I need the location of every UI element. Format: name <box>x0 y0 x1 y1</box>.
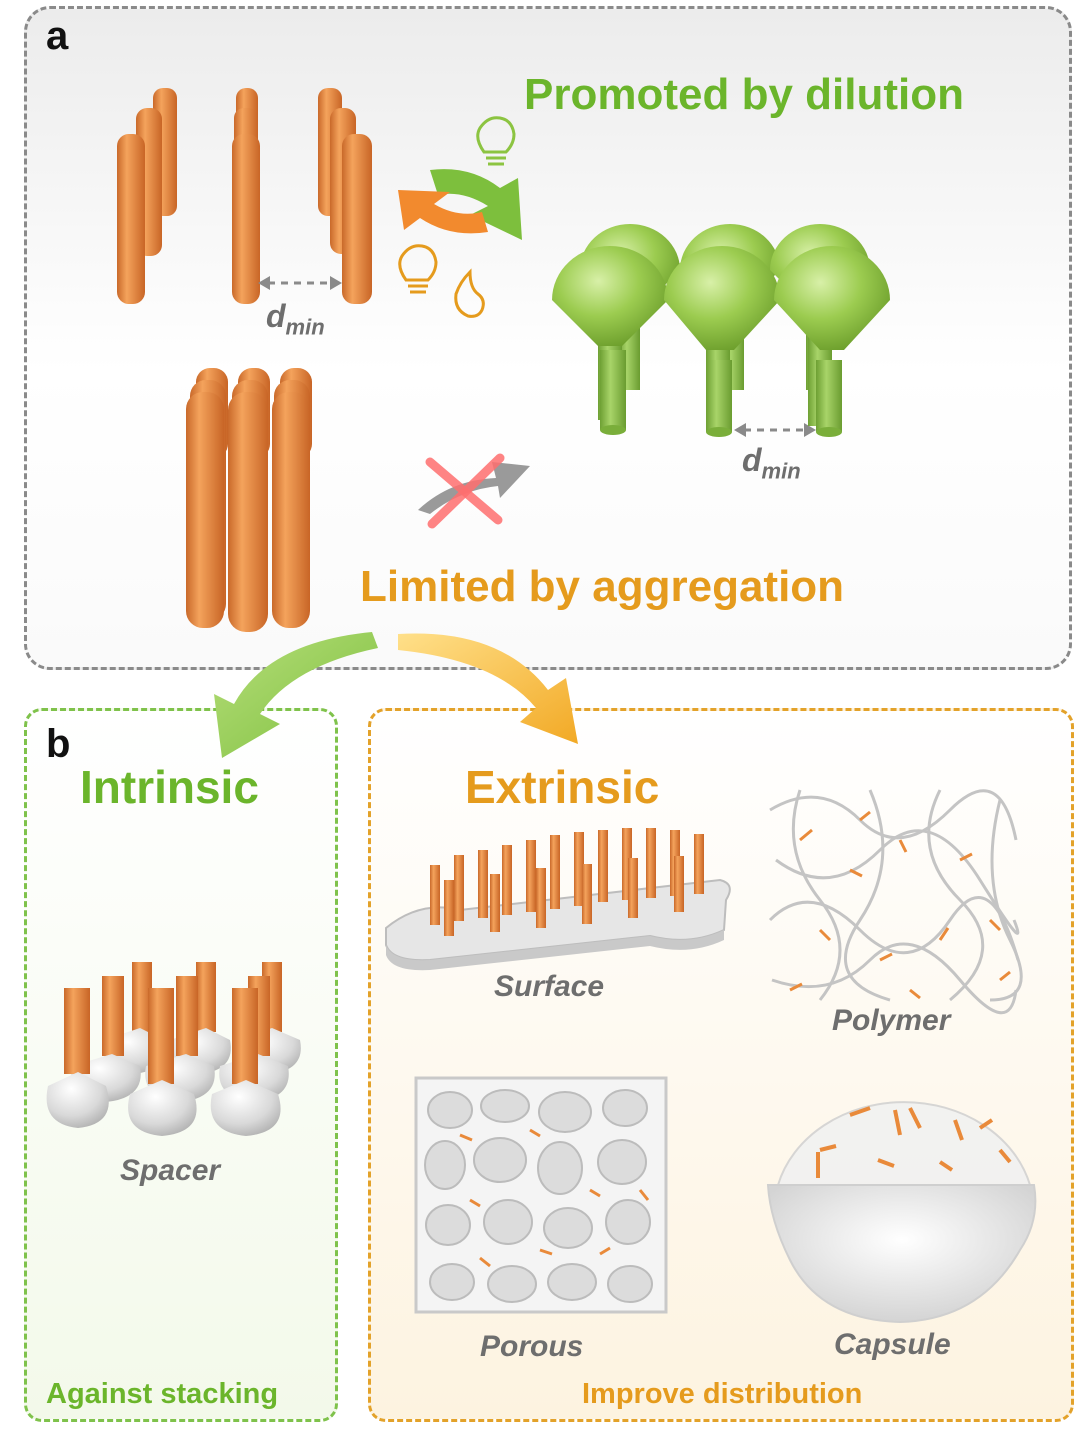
porous-label: Porous <box>480 1330 584 1363</box>
capsule-label: Capsule <box>834 1328 951 1361</box>
extrinsic-title: Extrinsic <box>465 761 660 813</box>
panel-a-letter: a <box>46 14 69 58</box>
spacer-label: Spacer <box>120 1154 221 1187</box>
limited-title: Limited by aggregation <box>360 562 845 611</box>
blocked-arrow-icon <box>418 453 530 529</box>
dmin-arrow-left <box>258 276 342 290</box>
branch-arrow-green <box>214 632 378 758</box>
dmin-label-left: dmin <box>266 298 325 340</box>
lightbulb-icon <box>476 116 516 166</box>
intrinsic-title: Intrinsic <box>80 761 259 813</box>
surface-illustration <box>385 828 731 971</box>
polymer-illustration <box>768 789 1023 1015</box>
polymer-label: Polymer <box>832 1004 951 1037</box>
sparse-rods-group <box>117 88 372 304</box>
lightbulb-icon <box>398 244 438 294</box>
intrinsic-footer: Against stacking <box>46 1378 279 1410</box>
extrinsic-footer: Improve distribution <box>582 1378 863 1410</box>
spacer-illustration <box>46 962 301 1136</box>
capsule-illustration <box>766 1101 1037 1324</box>
porous-illustration <box>414 1076 668 1314</box>
aggregated-rods-group <box>186 368 312 632</box>
bulb-array-group <box>552 224 890 437</box>
promoted-title: Promoted by dilution <box>524 70 964 119</box>
cycle-arrows-icon <box>398 169 522 240</box>
dmin-label-right: dmin <box>742 442 801 484</box>
branch-arrow-orange <box>398 633 578 744</box>
dmin-arrow-right <box>734 423 816 437</box>
panel-b-letter: b <box>46 722 71 766</box>
flame-icon <box>454 268 485 318</box>
surface-label: Surface <box>494 970 605 1003</box>
